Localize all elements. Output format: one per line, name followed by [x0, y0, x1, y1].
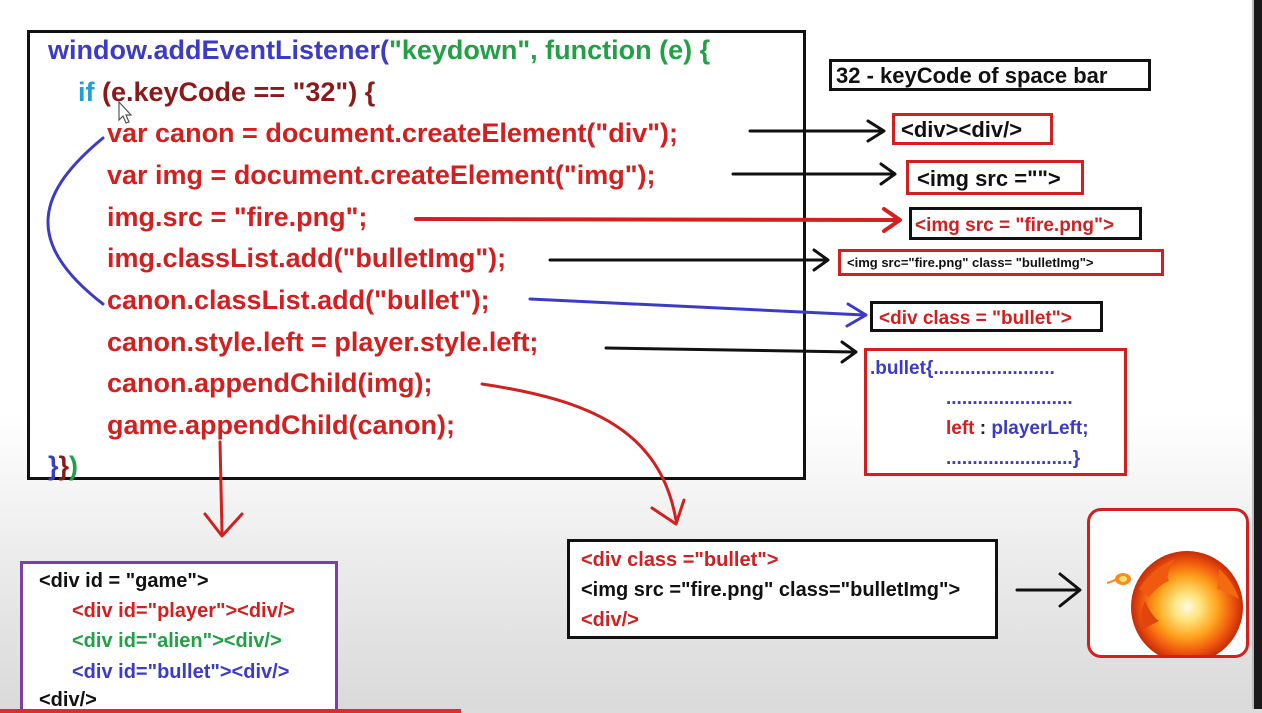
code-line-5: img.src = "fire.png";: [107, 202, 368, 232]
code-line-9: canon.appendChild(img);: [107, 368, 433, 398]
css-rule-box: [864, 348, 1127, 476]
code-token: }: [58, 451, 70, 481]
code-line-10: game.appendChild(canon);: [107, 410, 456, 440]
video-progress-track[interactable]: [0, 709, 1262, 713]
code-line-close: }}): [48, 451, 78, 481]
arrow-line9: [480, 382, 678, 522]
arrow-line7: [528, 297, 866, 317]
code-token: (e.keyCode == "32") {: [102, 77, 376, 107]
result-div-class: <div class = "bullet">: [870, 301, 1103, 332]
code-token: window.addEventListener(: [48, 35, 390, 65]
bullet-structure-box: [567, 539, 998, 639]
arrow-line5: [414, 217, 900, 222]
css-val: playerLeft;: [991, 418, 1089, 439]
video-progress-bar[interactable]: [0, 709, 461, 713]
css-line-2: ........................: [946, 388, 1073, 409]
css-line-1: .bullet{.......................: [870, 358, 1055, 379]
css-prop: left: [946, 418, 975, 439]
css-sep: :: [974, 418, 992, 439]
code-token: "keydown", function (e) {: [389, 35, 711, 65]
mouse-cursor-icon: [118, 100, 133, 124]
code-line-4: var img = document.createElement("img");: [107, 160, 656, 190]
game-line-2: <div id="player"><div/>: [72, 600, 295, 622]
code-line-6: img.classList.add("bulletImg");: [107, 243, 507, 273]
code-token: if: [78, 77, 102, 107]
game-structure-box: [20, 561, 338, 713]
css-line-4: ........................}: [946, 448, 1081, 469]
bracket-curve: [46, 136, 105, 306]
result-div-tag: <div><div/>: [892, 113, 1053, 145]
code-line-1: window.addEventListener("keydown", funct…: [48, 35, 710, 65]
code-line-7: canon.classList.add("bullet");: [107, 285, 490, 315]
keycode-note: 32 - keyCode of space bar: [829, 59, 1151, 91]
result-img-empty: <img src ="">: [906, 160, 1084, 195]
frame-edge: [1252, 0, 1254, 713]
bullet-line-2: <img src ="fire.png" class="bulletImg">: [581, 579, 961, 601]
fireball-image-box: [1087, 508, 1249, 658]
code-token: }: [48, 451, 59, 481]
arrow-line8: [604, 346, 856, 354]
fireball-icon: [1106, 551, 1243, 655]
result-img-class: <img src="fire.png" class= "bulletImg">: [838, 249, 1164, 276]
game-line-5: <div/>: [39, 689, 97, 711]
code-line-2: if (e.keyCode == "32") {: [78, 77, 375, 107]
arrow-line10: [218, 440, 224, 534]
frame-edge: [1254, 0, 1262, 713]
code-token: ): [69, 451, 79, 481]
bullet-line-3: <div/>: [581, 609, 639, 631]
css-line-3: left : playerLeft;: [946, 414, 1089, 444]
result-img-src: <img src = "fire.png">: [909, 207, 1142, 240]
bullet-line-1: <div class ="bullet">: [581, 549, 779, 571]
code-line-8: canon.style.left = player.style.left;: [107, 327, 539, 357]
game-line-4: <div id="bullet"><div/>: [72, 661, 290, 683]
code-box: [27, 30, 806, 480]
game-line-1: <div id = "game">: [39, 570, 209, 592]
game-line-3: <div id="alien"><div/>: [72, 630, 282, 652]
